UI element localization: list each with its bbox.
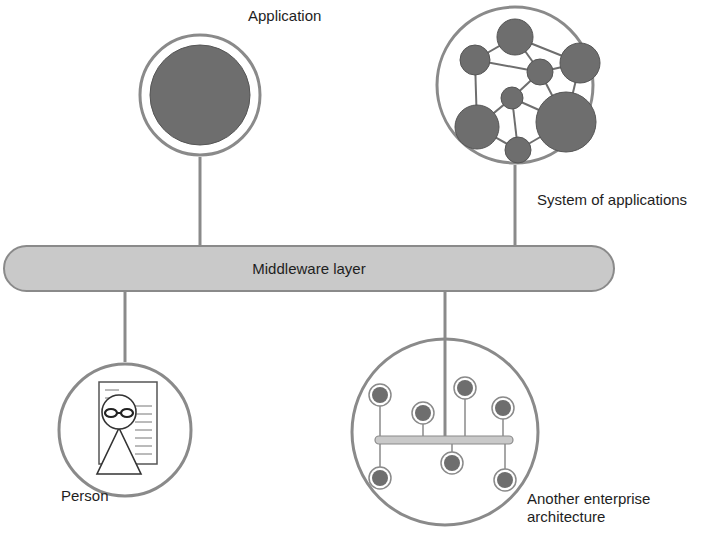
enterprise-illustration xyxy=(369,337,516,491)
inner-app-ring xyxy=(369,384,391,406)
paper-line xyxy=(135,446,152,447)
inner-link xyxy=(379,406,381,440)
inner-app xyxy=(457,380,473,396)
inner-app xyxy=(372,387,388,403)
app-outline xyxy=(138,33,262,157)
node-label: Another enterprise architecture xyxy=(527,490,677,526)
paper-line xyxy=(135,422,152,423)
connector-line xyxy=(444,292,447,337)
network-node xyxy=(497,19,533,55)
enterprise-outline xyxy=(350,337,540,527)
middleware-band: Middleware layer xyxy=(3,245,615,292)
inner-app-ring xyxy=(494,469,516,491)
network-node xyxy=(527,59,553,85)
inner-app-ring xyxy=(441,452,463,474)
label-holder: Application xyxy=(248,7,321,25)
system-circle: System of applications xyxy=(435,5,595,165)
network-node xyxy=(460,45,490,75)
person-figure xyxy=(97,382,157,474)
inner-app xyxy=(495,400,511,416)
glasses-lens xyxy=(105,409,117,417)
node-label: Application xyxy=(248,7,321,25)
enterprise-circle: Another enterprise architecture xyxy=(350,337,540,527)
network-node xyxy=(560,43,600,83)
system-outline xyxy=(435,5,595,165)
network-node xyxy=(536,92,596,152)
paper-line xyxy=(105,390,119,391)
inner-app-ring xyxy=(454,377,476,399)
inner-app-ring xyxy=(492,397,514,419)
connector-line xyxy=(124,292,127,362)
inner-link xyxy=(464,399,466,440)
application-disc xyxy=(150,45,250,145)
inner-link xyxy=(444,337,447,436)
inner-app xyxy=(372,470,388,486)
network-node xyxy=(455,105,499,149)
circle-border xyxy=(59,364,191,496)
application-network xyxy=(455,19,600,163)
inner-app xyxy=(415,405,431,421)
inner-app-ring xyxy=(412,402,434,424)
inner-app xyxy=(444,455,460,471)
node-label: Person xyxy=(61,487,109,505)
node-label: System of applications xyxy=(537,191,687,209)
paper-line xyxy=(135,414,152,415)
connector-line xyxy=(514,165,517,245)
label-holder: System of applications xyxy=(537,191,687,209)
network-node xyxy=(505,137,531,163)
connector-line xyxy=(199,157,202,245)
inner-app xyxy=(497,472,513,488)
paper-line xyxy=(135,438,152,439)
glasses-bridge xyxy=(117,412,121,414)
glasses-lens xyxy=(121,409,133,417)
paper-line xyxy=(135,430,152,431)
person-outline xyxy=(57,362,193,498)
person-circle: Person xyxy=(57,362,193,498)
inner-app-ring xyxy=(369,467,391,489)
paper-line xyxy=(135,454,152,455)
application-circle: Application xyxy=(138,33,262,157)
band-label: Middleware layer xyxy=(252,260,365,278)
circle-border xyxy=(140,35,260,155)
label-holder: Another enterprise architecture xyxy=(527,490,677,526)
network-node xyxy=(501,87,523,109)
person-head xyxy=(102,395,136,429)
person-body xyxy=(97,428,141,474)
paper-line xyxy=(135,406,152,407)
inner-middleware-bar xyxy=(375,436,513,444)
label-holder: Person xyxy=(61,487,109,505)
